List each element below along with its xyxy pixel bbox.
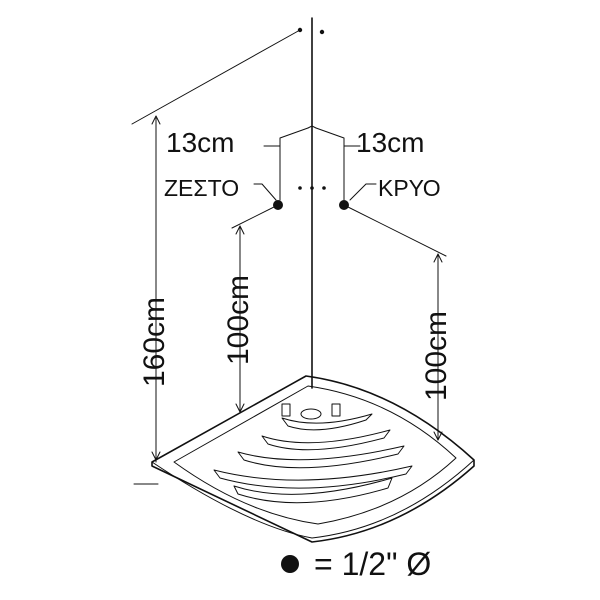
label-100cm-right: 100cm — [420, 311, 453, 401]
hot-label-leader — [253, 183, 277, 201]
dim-arrow-160-top — [151, 115, 161, 125]
center-dot-3 — [322, 186, 326, 190]
label-hot: ΖΕΣΤΟ — [164, 175, 239, 201]
label-13cm-left: 13cm — [166, 127, 234, 158]
hot-projection-line — [231, 204, 279, 229]
legend-dot — [281, 555, 299, 573]
left-wall-top-edge — [131, 29, 301, 125]
wall-top-dot-left — [297, 27, 303, 33]
cold-label-leader — [349, 183, 377, 201]
offset-bracket-right — [315, 127, 345, 147]
shower-tray — [151, 375, 475, 543]
wall-top-dot-right — [319, 29, 325, 35]
label-cold: ΚΡΥΟ — [378, 175, 441, 201]
label-100cm-left: 100cm — [222, 275, 255, 365]
cold-projection-line — [343, 204, 447, 257]
dim-arrow-100-right-top — [433, 253, 443, 263]
center-dot-1 — [298, 186, 302, 190]
label-13cm-right: 13cm — [356, 127, 424, 158]
label-160cm: 160cm — [138, 297, 171, 387]
legend-text: = 1/2" Ø — [314, 546, 431, 582]
dim-arrow-100-left-top — [235, 225, 245, 235]
dim-arrow-100-right-bottom — [433, 431, 443, 441]
offset-bracket-left — [279, 127, 309, 147]
center-dot-2 — [310, 186, 314, 190]
offset-apex — [307, 125, 317, 129]
